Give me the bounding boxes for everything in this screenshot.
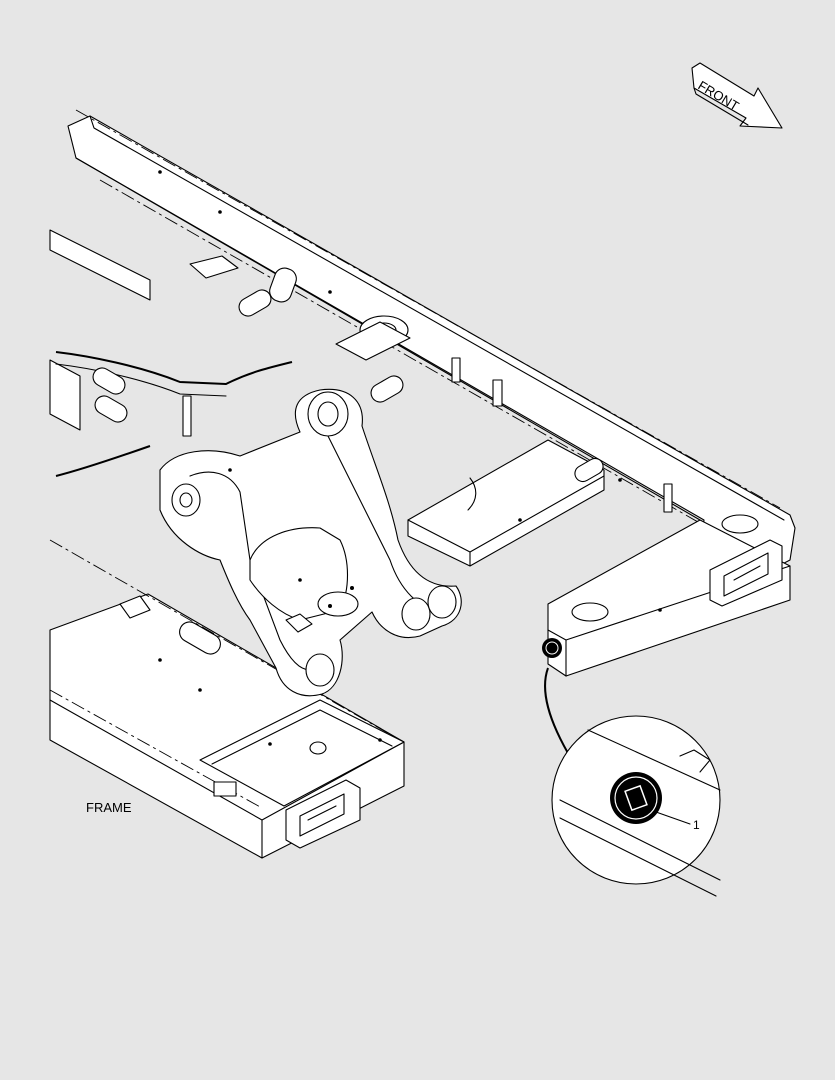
front-direction-arrow-icon: FRONT [691, 62, 783, 129]
main-frame [49, 109, 796, 859]
boom-swing-frame [159, 388, 462, 697]
compliance-decal-icon [542, 638, 562, 658]
hose-lines [55, 351, 477, 511]
callout-number: 1 [693, 818, 700, 832]
detail-view [544, 667, 721, 897]
frame-fittings [92, 170, 673, 746]
frame-label: FRAME [86, 800, 132, 815]
